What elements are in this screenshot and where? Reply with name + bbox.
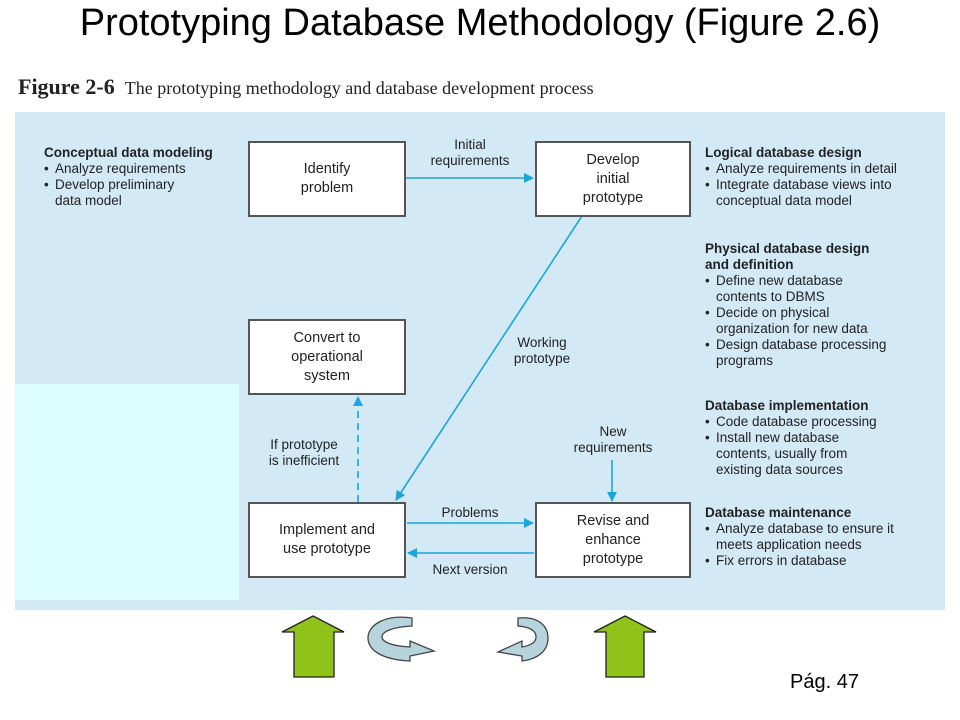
phase-conceptual-data-modeling: Conceptual data modeling Analyze require… bbox=[44, 145, 244, 209]
phase-physical-database-design: Physical database design and definition … bbox=[705, 241, 941, 369]
phase-title: Logical database design bbox=[705, 145, 862, 160]
phase-item: Analyze requirements in detail bbox=[705, 161, 941, 177]
phase-title: Database maintenance bbox=[705, 505, 852, 520]
phase-item: Install new database contents, usually f… bbox=[705, 430, 941, 478]
phase-item: Analyze requirements bbox=[44, 161, 244, 177]
box-convert-operational-system: Convert to operational system bbox=[248, 319, 406, 395]
phase-item: Integrate database views into conceptual… bbox=[705, 177, 941, 209]
figure-caption: Figure 2-6 The prototyping methodology an… bbox=[18, 74, 594, 100]
label-initial-requirements: Initial requirements bbox=[430, 137, 510, 168]
phase-item: Analyze database to ensure it meets appl… bbox=[705, 521, 941, 553]
phase-database-maintenance: Database maintenance Analyze database to… bbox=[705, 505, 941, 569]
label-new-requirements: New requirements bbox=[573, 424, 653, 455]
slide-title: Prototyping Database Methodology (Figure… bbox=[79, 2, 881, 44]
cycle-arrow-right-icon bbox=[495, 617, 549, 662]
label-problems: Problems bbox=[441, 505, 499, 520]
phase-logical-database-design: Logical database design Analyze requirem… bbox=[705, 145, 941, 209]
page-number: Pág. 47 bbox=[790, 671, 859, 693]
phase-item: Design database processing programs bbox=[705, 337, 941, 369]
phase-item: Fix errors in database bbox=[705, 553, 941, 569]
phase-database-implementation: Database implementation Code database pr… bbox=[705, 398, 941, 478]
phase-item: Decide on physical organization for new … bbox=[705, 305, 941, 337]
box-develop-initial-prototype: Develop initial prototype bbox=[535, 141, 691, 217]
phase-title: Conceptual data modeling bbox=[44, 145, 213, 160]
box-identify-problem: Identify problem bbox=[248, 141, 406, 217]
overlay-rectangle bbox=[15, 384, 239, 600]
label-next-version: Next version bbox=[432, 562, 508, 577]
phase-item: Code database processing bbox=[705, 414, 941, 430]
up-arrow-left-icon bbox=[281, 615, 345, 678]
label-if-inefficient: If prototype is inefficient bbox=[268, 437, 340, 468]
box-implement-use-prototype: Implement and use prototype bbox=[248, 502, 406, 578]
phase-title: Database implementation bbox=[705, 398, 869, 413]
figure-label: Figure 2-6 bbox=[18, 74, 115, 99]
box-revise-enhance-prototype: Revise and enhance prototype bbox=[535, 502, 691, 578]
label-working-prototype: Working prototype bbox=[513, 335, 571, 366]
cycle-arrow-left-icon bbox=[367, 616, 437, 662]
phase-item: Develop preliminary data model bbox=[44, 177, 244, 209]
up-arrow-right-icon bbox=[593, 615, 657, 678]
phase-item: Define new database contents to DBMS bbox=[705, 273, 941, 305]
figure-caption-text: The prototyping methodology and database… bbox=[124, 78, 594, 98]
arrow-working-prototype bbox=[395, 215, 583, 501]
phase-title: Physical database design and definition bbox=[705, 241, 870, 272]
